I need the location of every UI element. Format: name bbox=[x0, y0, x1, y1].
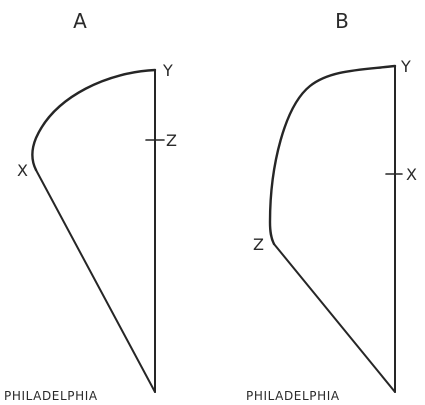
figure-a: A Y Z X PHILADELPHIA bbox=[4, 9, 177, 403]
figure-a-heading: A bbox=[73, 9, 87, 33]
figure-a-diagonal-edge bbox=[35, 169, 156, 393]
figure-b-curved-edge bbox=[268, 64, 397, 246]
figure-a-curved-edge bbox=[31, 68, 157, 172]
figure-a-label-left: X bbox=[17, 161, 28, 180]
figure-b-label-top: Y bbox=[400, 57, 411, 76]
figure-b-caption: PHILADELPHIA bbox=[246, 389, 340, 403]
figure-b-label-left: Z bbox=[253, 235, 264, 254]
figure-a-caption: PHILADELPHIA bbox=[4, 389, 98, 403]
figure-b-diagonal-edge bbox=[273, 243, 396, 393]
figure-b-label-middle: X bbox=[406, 165, 417, 184]
figure-a-label-top: Y bbox=[162, 61, 173, 80]
figure-a-label-middle: Z bbox=[166, 131, 177, 150]
figure-b: B Y X Z PHILADELPHIA bbox=[246, 9, 417, 403]
figure-b-heading: B bbox=[335, 9, 349, 33]
